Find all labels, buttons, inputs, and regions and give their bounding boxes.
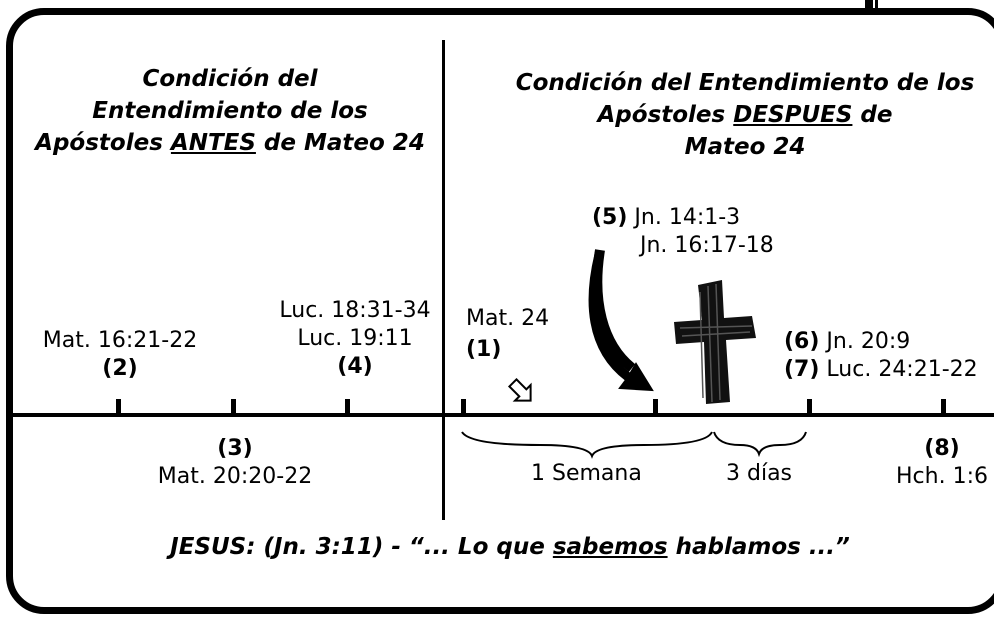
corner-mark <box>865 0 873 8</box>
timeline-tick <box>807 399 812 417</box>
ref-2: Mat. 16:21-22 (2) <box>42 328 198 381</box>
timeline-axis <box>13 413 994 417</box>
cross-icon <box>674 280 756 404</box>
ref-6-7: (6) Jn. 20:9 (7) Luc. 24:21-22 <box>784 329 978 382</box>
timeline-tick <box>345 399 350 417</box>
footer-quote: JESUS: (Jn. 3:11) - “... Lo que sabemos … <box>170 534 850 560</box>
curved-arrow-icon <box>588 249 654 392</box>
timeline-tick <box>116 399 121 417</box>
ref-1: Mat. 24 (1) <box>466 306 550 362</box>
corner-mark-2 <box>875 0 878 8</box>
week-brace <box>461 431 713 459</box>
ref-5: (5) Jn. 14:1-3 Jn. 16:17-18 <box>592 205 774 258</box>
ref-3: (3) Mat. 20:20-22 <box>157 436 313 489</box>
timeline-tick <box>461 399 466 417</box>
ref-8: (8) Hch. 1:6 <box>896 436 988 489</box>
divider-vertical <box>442 40 445 520</box>
pointer-arrow-icon <box>507 377 532 402</box>
timeline-tick <box>941 399 946 417</box>
rounded-frame <box>6 8 994 614</box>
right-heading: Condición del Entendimiento de los Apóst… <box>515 70 975 160</box>
days-brace <box>713 431 807 458</box>
timeline-tick <box>231 399 236 417</box>
week-label: 1 Semana <box>531 461 642 486</box>
ref-4: Luc. 18:31-34 Luc. 19:11 (4) <box>279 298 431 379</box>
days-label: 3 días <box>726 461 793 486</box>
timeline-tick <box>653 399 658 417</box>
left-heading: Condición del Entendimiento de los Apóst… <box>35 66 425 156</box>
